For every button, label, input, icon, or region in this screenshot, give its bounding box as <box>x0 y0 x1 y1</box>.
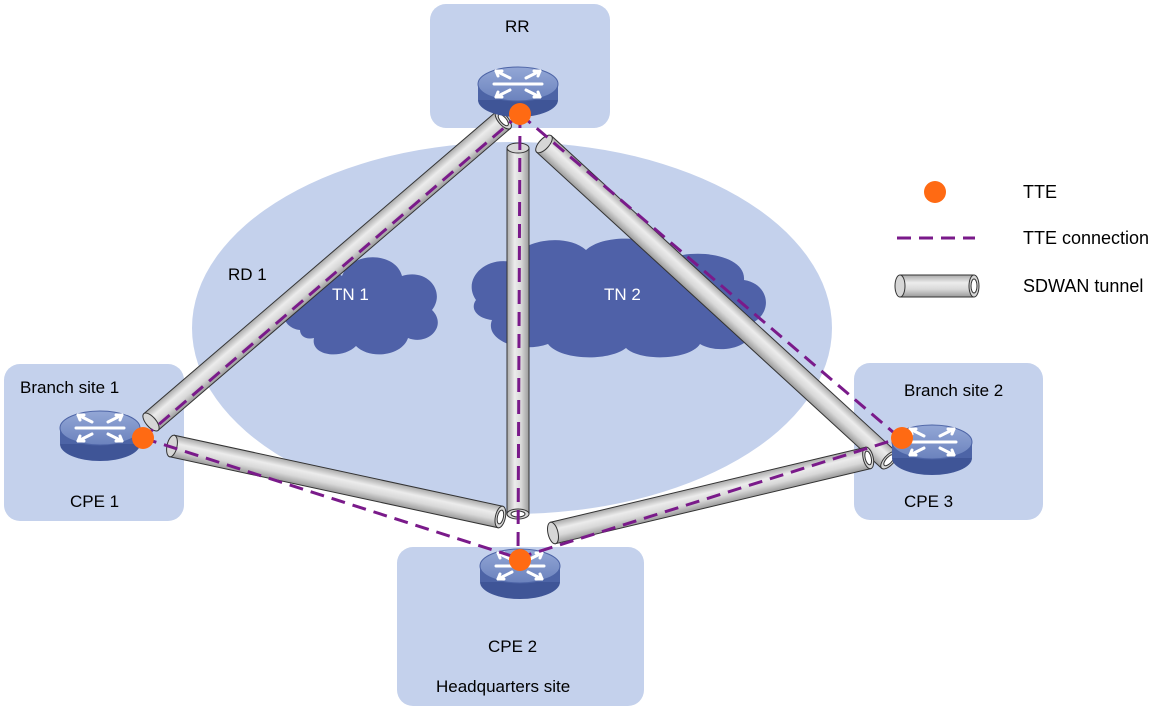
tte-connection-cpe2-cpe3 <box>517 436 901 560</box>
tte-dot-cpe1 <box>132 427 154 449</box>
headquarters-site-title: Headquarters site <box>436 677 571 696</box>
sdwan-tunnel-rr-cpe2 <box>506 142 530 520</box>
tn1-label: TN 1 <box>332 285 369 304</box>
legend-tte-connection-label: TTE connection <box>1023 228 1150 248</box>
legend-tte-dot-icon <box>924 181 946 203</box>
rr-site-box <box>430 4 610 128</box>
sdwan-tunnel-cpe1-rr <box>142 110 512 432</box>
cpe3-label: CPE 3 <box>904 492 954 511</box>
legend-sdwan-tunnel-icon <box>894 274 980 298</box>
branch-site-1-title: Branch site 1 <box>20 378 120 397</box>
legend-sdwan-tunnel-label: SDWAN tunnel <box>1023 276 1144 296</box>
headquarters-site-box <box>397 547 644 706</box>
tte-dot-rr <box>509 103 531 125</box>
tte-connection-rr-cpe1 <box>142 112 521 440</box>
tte-connection-rr-cpe3 <box>519 112 901 440</box>
rr-label: RR <box>505 17 530 36</box>
cpe1-router-icon <box>58 409 142 463</box>
tn2-label: TN 2 <box>604 285 641 304</box>
cpe2-label: CPE 2 <box>488 637 538 656</box>
tte-dot-cpe2 <box>509 549 531 571</box>
branch-site-2-title: Branch site 2 <box>904 381 1004 400</box>
routing-domain-label: RD 1 <box>228 265 267 284</box>
tte-connection-rr-cpe2 <box>516 113 522 559</box>
cpe1-label: CPE 1 <box>70 492 120 511</box>
legend-tte-label: TTE <box>1023 182 1057 202</box>
tte-dot-cpe3 <box>891 427 913 449</box>
